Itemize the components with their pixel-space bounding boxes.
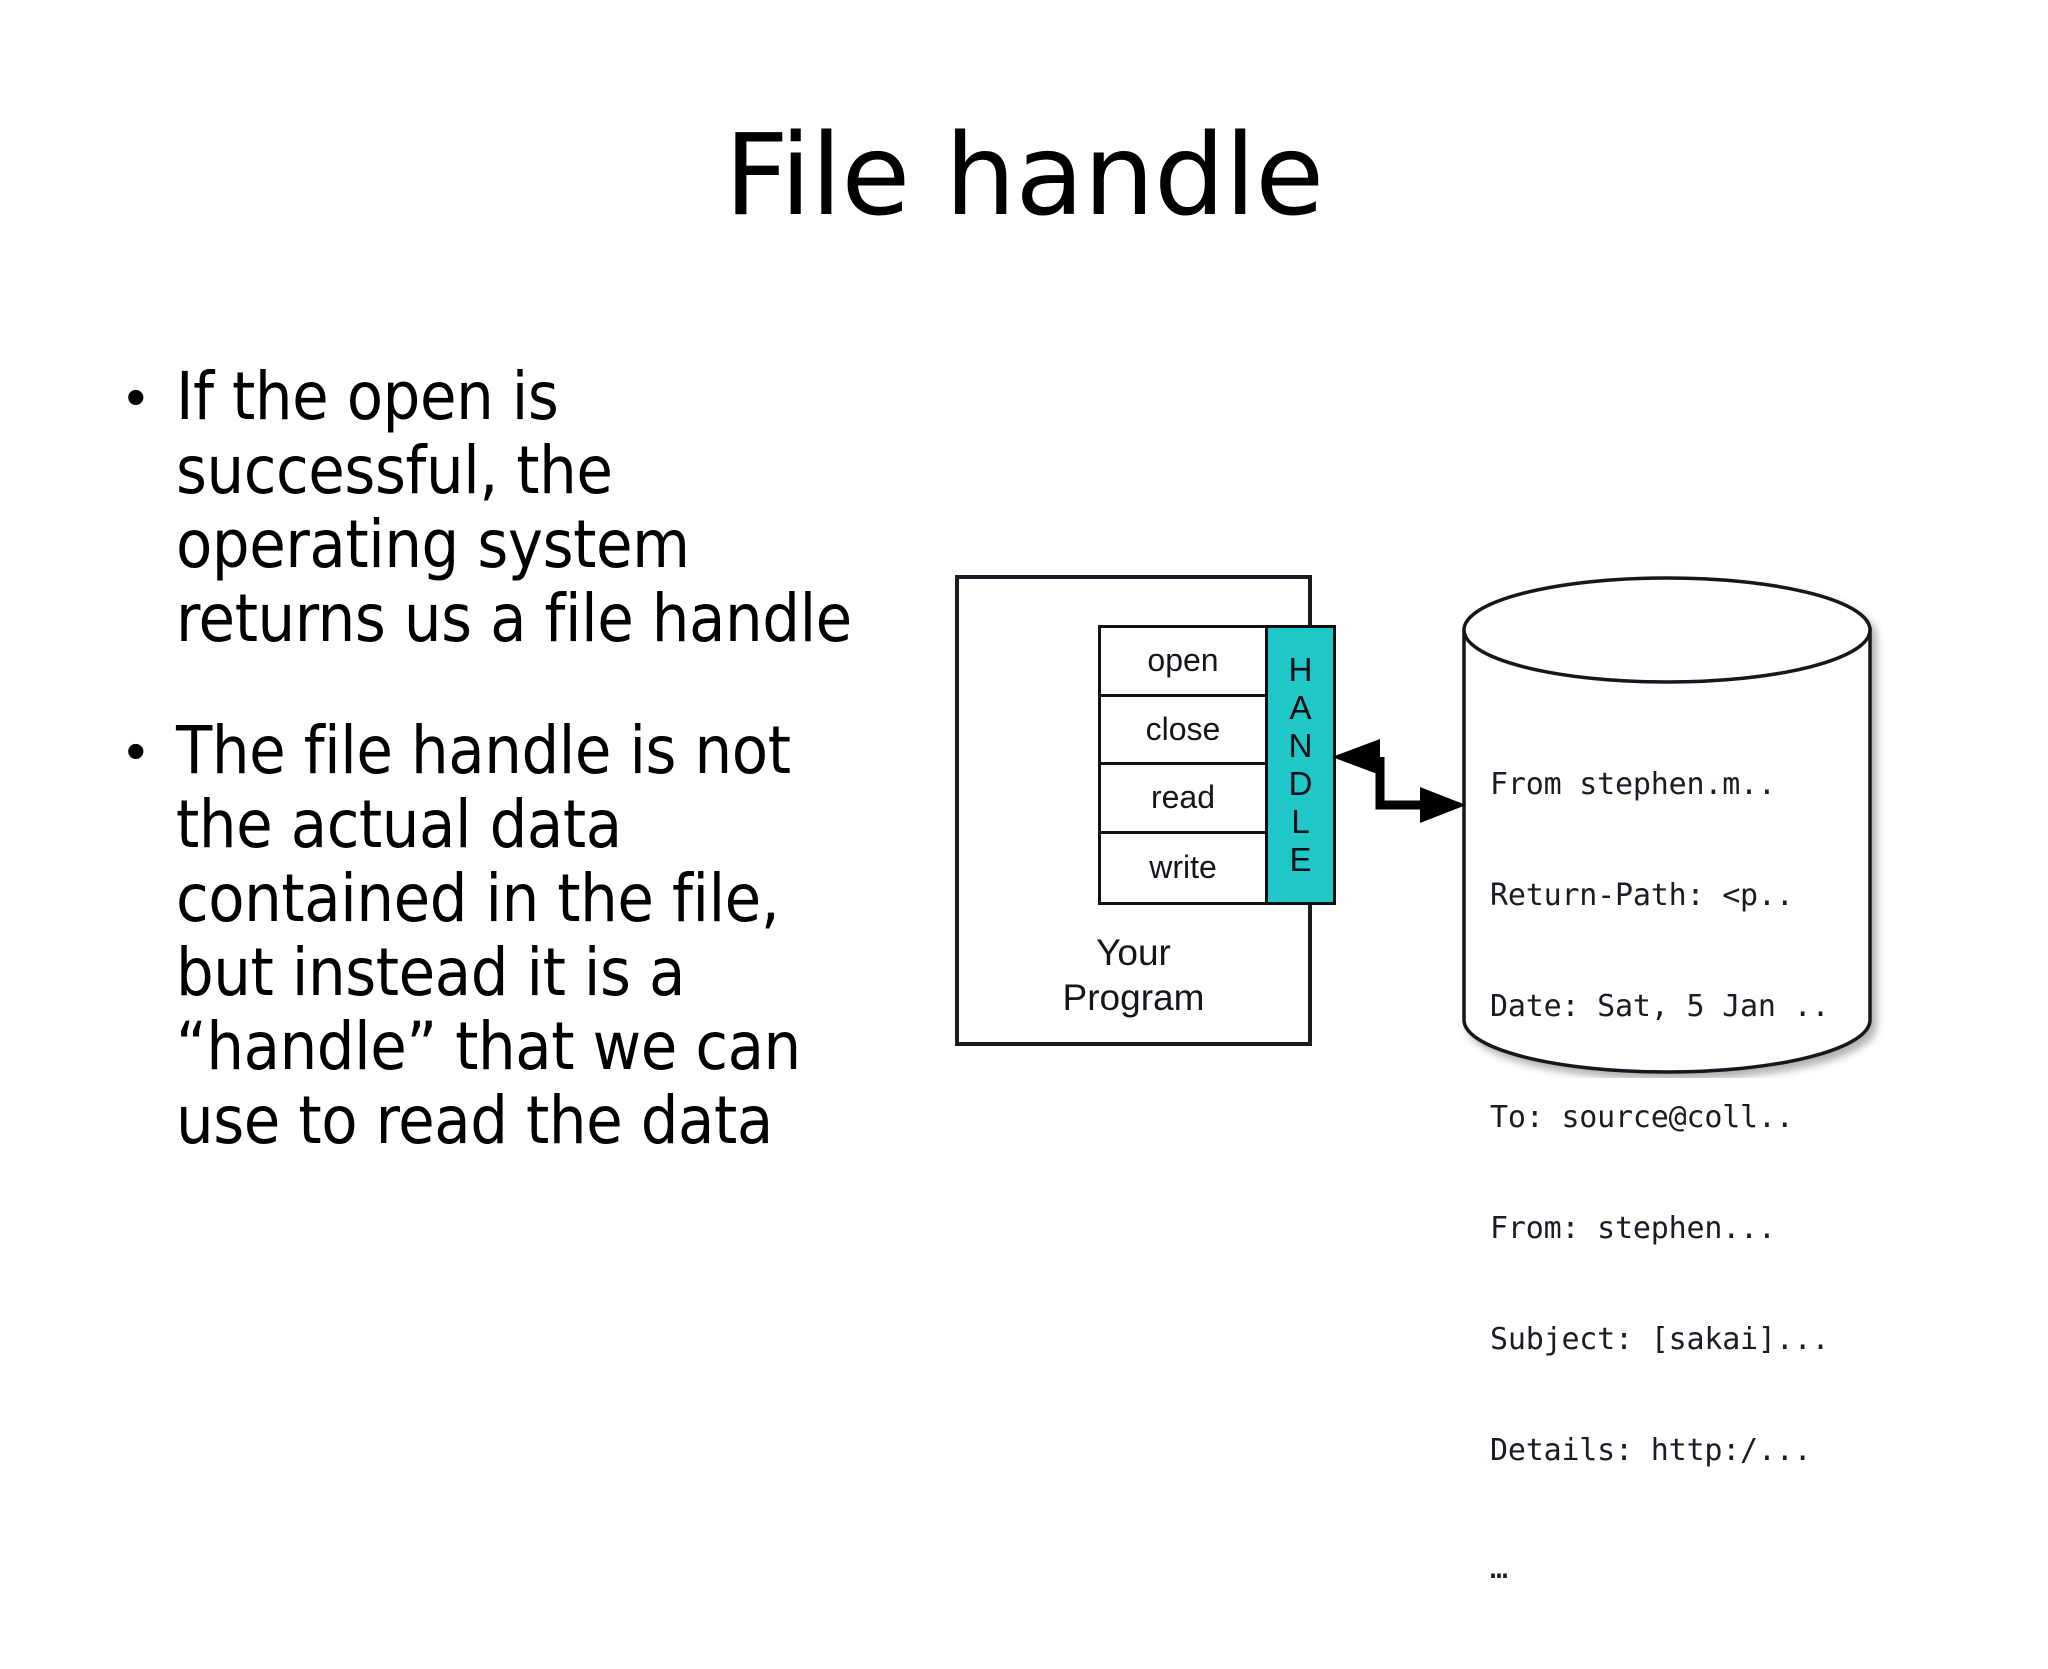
file-line-2: Return-Path: <p.. bbox=[1490, 878, 1794, 913]
api-call-stack: open close read write bbox=[1098, 625, 1268, 905]
file-contents-text: From stephen.m.. Return-Path: <p.. Date:… bbox=[1490, 692, 1870, 1669]
bullet-marker-icon: • bbox=[126, 365, 146, 428]
handle-letter-h: H bbox=[1288, 651, 1313, 688]
bullet-marker-icon: • bbox=[126, 719, 146, 782]
cylinder-icon bbox=[1462, 576, 1872, 1074]
file-line-3: Date: Sat, 5 Jan .. bbox=[1490, 989, 1830, 1024]
handle-letter-l: L bbox=[1291, 803, 1310, 840]
handle-bar: H A N D L E bbox=[1265, 625, 1336, 905]
bullet-text: The file handle is not the actual data c… bbox=[176, 712, 801, 1159]
your-program-label-line1: Your bbox=[1096, 932, 1171, 973]
handle-letter-a: A bbox=[1289, 689, 1312, 726]
file-line-4: To: source@coll.. bbox=[1490, 1100, 1794, 1135]
file-line-7: Details: http:/... bbox=[1490, 1433, 1812, 1468]
api-row-open: open bbox=[1101, 628, 1265, 697]
file-handle-diagram: open close read write H A N D L E Your P… bbox=[930, 550, 1950, 1586]
file-line-5: From: stephen... bbox=[1490, 1211, 1776, 1246]
file-line-6: Subject: [sakai]... bbox=[1490, 1322, 1830, 1357]
file-data-store: From stephen.m.. Return-Path: <p.. Date:… bbox=[1450, 568, 1890, 1586]
handle-file-arrows-icon bbox=[1332, 739, 1466, 823]
handle-letter-n: N bbox=[1288, 727, 1313, 764]
your-program-label: Your Program bbox=[955, 930, 1312, 1020]
file-line-ellipsis: … bbox=[1490, 1551, 1508, 1586]
list-item: • The file handle is not the actual data… bbox=[110, 714, 910, 1158]
list-item: • If the open is successful, the operati… bbox=[110, 360, 910, 656]
file-line-1: From stephen.m.. bbox=[1490, 767, 1776, 802]
api-row-close: close bbox=[1101, 697, 1265, 765]
your-program-label-line2: Program bbox=[1062, 977, 1205, 1018]
api-row-read: read bbox=[1101, 765, 1265, 834]
handle-letter-d: D bbox=[1288, 765, 1313, 802]
api-row-write: write bbox=[1149, 849, 1217, 886]
body-content: • If the open is successful, the operati… bbox=[110, 360, 910, 1216]
bullet-text: If the open is successful, the operating… bbox=[176, 358, 852, 657]
handle-letter-e: E bbox=[1289, 841, 1312, 878]
page-title: File handle bbox=[724, 111, 1324, 241]
slide-canvas: File handle • If the open is successful,… bbox=[110, 111, 1950, 1586]
